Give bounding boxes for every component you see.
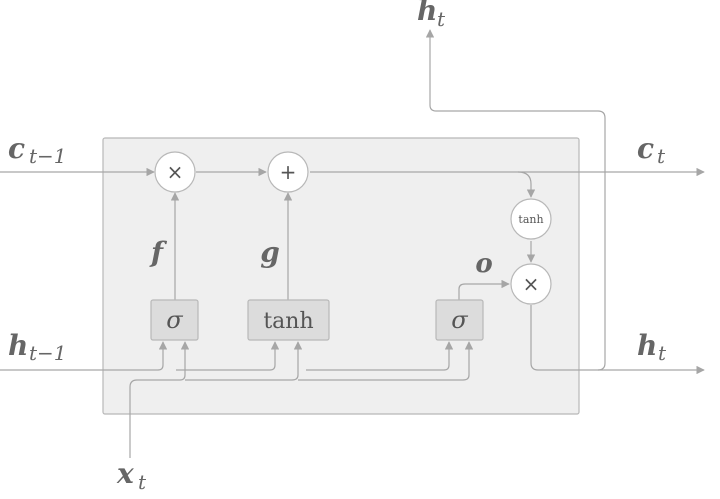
forget-gate-box [150,299,199,341]
forget-multiply-symbol: × [167,160,184,184]
h-prev-label: h [8,329,28,362]
c-out-subscript: t [657,144,666,168]
cell-tanh-label: tanh [518,213,543,226]
h-out-line [530,305,705,375]
x-label: x [116,457,134,490]
h-prev-subscript: t−1 [29,341,67,365]
output-multiply-node [510,263,552,305]
h-up-line [425,29,606,371]
x-to-tanh [185,341,303,381]
h-prev-to-tanh [176,341,280,371]
o-label: o [475,249,492,279]
candidate-gate-label: tanh [263,309,313,334]
lstm-cell-box [102,137,580,415]
x-to-o [298,341,474,381]
h-prev-bus [0,341,168,371]
x-subscript: t [138,470,147,494]
h-prev-to-o [306,341,454,371]
c-out-label: c [637,132,654,165]
c-prev-subscript: t−1 [29,144,67,168]
h-out-top-subscript: t [437,7,446,31]
output-gate-label: σ [451,306,468,334]
h-out-top-label: h [417,0,437,27]
cell-tanh-node [510,198,552,240]
output-gate-box [435,299,484,341]
c-prev-label: c [8,132,25,165]
forget-gate-label: σ [166,306,183,334]
x-bus [129,341,190,458]
forget-multiply-node [154,151,196,193]
add-node [267,151,309,193]
g-label: g [260,236,280,269]
h-out-right-label: h [637,329,657,362]
h-out-right-subscript: t [658,341,667,365]
c-to-tanh-line [517,171,536,198]
add-symbol: + [280,160,297,184]
o-line [458,279,510,300]
candidate-gate-box [247,299,330,341]
output-multiply-symbol: × [523,272,540,296]
